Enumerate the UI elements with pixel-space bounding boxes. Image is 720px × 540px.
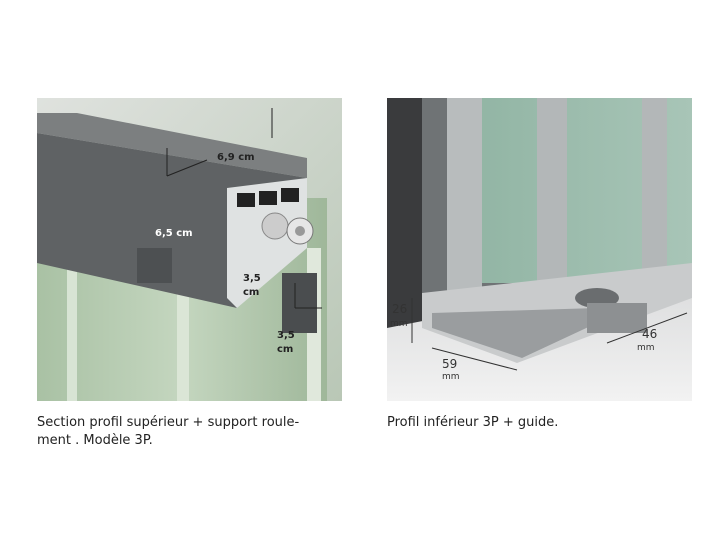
dimension-label: 59 — [442, 357, 457, 371]
dimension-label: 46 — [642, 327, 657, 341]
dimension-unit: mm — [637, 343, 655, 353]
caption-line: ment . Modèle 3P. — [37, 433, 153, 448]
dimension-height-label: 6,5 cm — [155, 228, 193, 239]
dimension-label: 3,5 — [243, 273, 261, 284]
dimension-label: 3,5 — [277, 330, 295, 341]
dimension-unit: cm — [243, 287, 259, 298]
dimension-label: 26 — [392, 302, 407, 316]
dimension-width-label: 6,9 cm — [217, 152, 255, 163]
figure-caption: Section profil supérieur + support roule… — [37, 414, 337, 450]
dimension-unit: cm — [277, 344, 293, 355]
dimension-unit: mm — [390, 319, 408, 329]
lower-profile-image: 26 mm 59 mm 46 mm — [387, 98, 692, 401]
figure-caption: Profil inférieur 3P + guide. — [387, 415, 559, 430]
upper-profile-image: 6,9 cm 6,5 cm 3,5 cm 3,5 cm — [37, 98, 342, 401]
dimension-unit: mm — [442, 372, 460, 382]
caption-line: Section profil supérieur + support roule… — [37, 415, 300, 430]
